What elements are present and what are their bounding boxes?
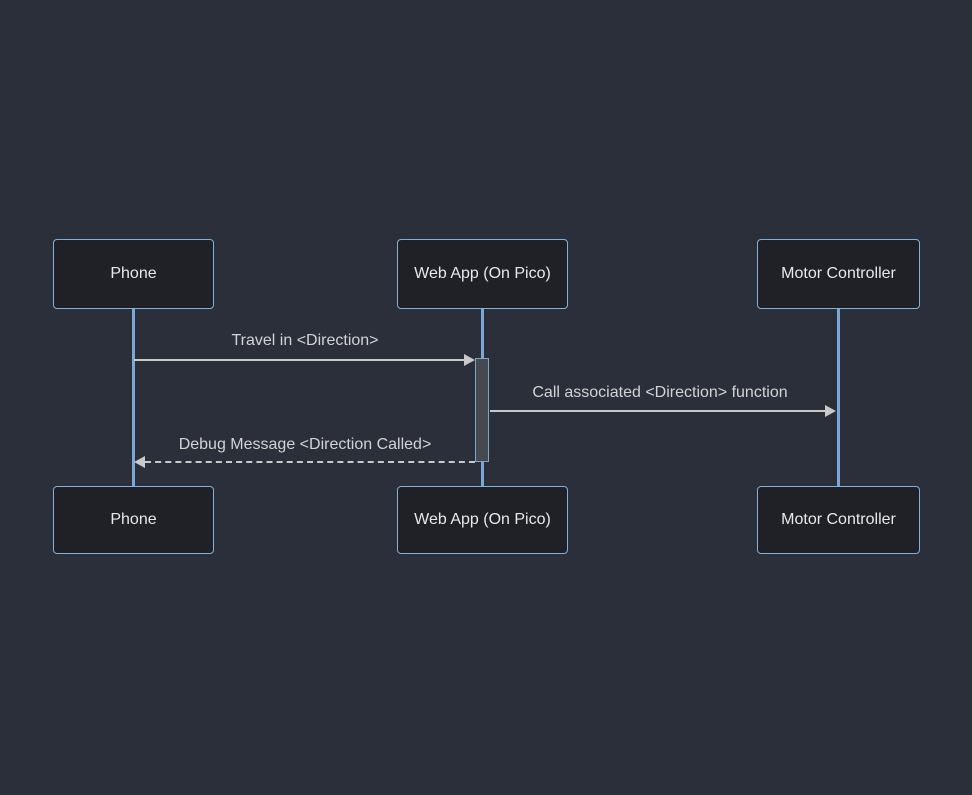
activation-bar-webapp xyxy=(475,358,489,462)
message-line-travel xyxy=(134,359,464,361)
actor-box-motor-controller-top: Motor Controller xyxy=(757,239,920,309)
message-label-call-function: Call associated <Direction> function xyxy=(532,384,788,401)
message-line-call-function xyxy=(490,410,825,412)
actor-box-phone-top: Phone xyxy=(53,239,214,309)
actor-label-motor-controller-top: Motor Controller xyxy=(781,265,896,282)
arrowhead-left-icon xyxy=(134,456,145,468)
message-label-travel: Travel in <Direction> xyxy=(231,332,379,349)
actor-box-motor-controller-bottom: Motor Controller xyxy=(757,486,920,554)
actor-label-phone-bottom: Phone xyxy=(110,511,157,528)
actor-label-webapp-top: Web App (On Pico) xyxy=(414,265,551,282)
lifeline-phone xyxy=(132,309,135,486)
lifeline-motor-controller xyxy=(837,309,840,486)
actor-box-webapp-top: Web App (On Pico) xyxy=(397,239,568,309)
arrowhead-right-icon xyxy=(825,405,836,417)
actor-box-webapp-bottom: Web App (On Pico) xyxy=(397,486,568,554)
arrowhead-right-icon xyxy=(464,354,475,366)
actor-box-phone-bottom: Phone xyxy=(53,486,214,554)
message-line-debug xyxy=(145,461,475,463)
message-label-debug: Debug Message <Direction Called> xyxy=(178,436,432,453)
actor-label-webapp-bottom: Web App (On Pico) xyxy=(414,511,551,528)
actor-label-phone-top: Phone xyxy=(110,265,157,282)
actor-label-motor-controller-bottom: Motor Controller xyxy=(781,511,896,528)
